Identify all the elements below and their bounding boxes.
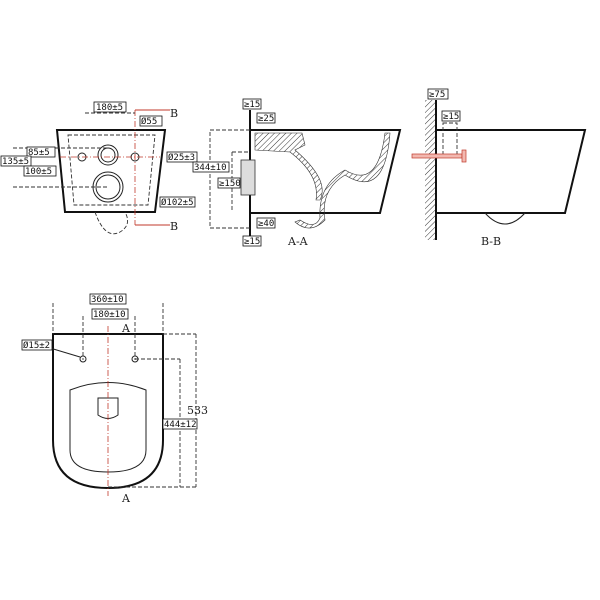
dim-label: 360±10 [91,295,124,305]
dim-bolt-hole-top: Ø15±2 [21,339,53,351]
dim-label: 180±10 [93,310,126,320]
dim-a-150: ≥150 [217,177,241,189]
dim-outlet-diameter: Ø102±5 [159,196,196,208]
dim-label: ≥150 [219,179,241,189]
dim-label: ≥15 [244,100,260,110]
dim-label: 344±10 [194,163,227,173]
dim-label: Ø102±5 [161,197,194,208]
section-mark-b-top: B [170,107,178,120]
section-mark-a-top: A [121,322,131,335]
section-caption-a: A-A [287,235,309,248]
dim-135: 135±5 [0,155,32,167]
dim-label: ≥75 [429,90,445,100]
section-caption-b: B-B [481,235,501,248]
dim-label: Ø55 [141,116,157,127]
wall-hatch [425,100,436,240]
dim-label: ≥15 [443,112,459,122]
dim-b-75: ≥75 [427,88,449,100]
dim-a-bottom: ≥15 [242,235,262,247]
dim-label: 100±5 [25,167,52,177]
dim-a-25: ≥25 [256,112,276,124]
dim-label: ≥40 [258,219,274,229]
seal-block [240,159,256,196]
dim-label: ≥25 [258,114,274,124]
top-view [39,303,197,496]
dim-label: 444±12 [164,420,197,430]
dim-180: 180±5 [93,101,127,113]
dim-label: Ø15±2 [23,340,50,351]
dim-b-15: ≥15 [441,110,461,122]
dim-a-top: ≥15 [242,98,262,110]
section-b-b [411,100,587,240]
dim-bolt-hole: Ø25±3 [166,151,198,163]
bolt [411,153,463,159]
dim-533: 533 [187,404,208,417]
section-a-a [209,110,402,240]
dim-label: 85±5 [28,148,50,158]
dim-444: 444±12 [162,418,198,430]
dim-label: 180±5 [96,103,123,113]
dim-label: 135±5 [2,157,29,167]
dim-85: 85±5 [26,146,56,158]
dim-100: 100±5 [23,165,57,177]
dim-a-344: 344±10 [192,161,230,173]
dim-a-40: ≥40 [256,217,276,229]
dim-180-top: 180±10 [91,308,129,320]
dim-inlet-diameter: Ø55 [139,115,163,127]
dim-label: Ø25±3 [168,152,195,163]
front-view [13,109,170,235]
section-mark-a-bottom: A [121,492,131,505]
dim-360: 360±10 [89,293,127,305]
section-mark-b-bottom: B [170,220,178,233]
dim-label: ≥15 [244,237,260,247]
